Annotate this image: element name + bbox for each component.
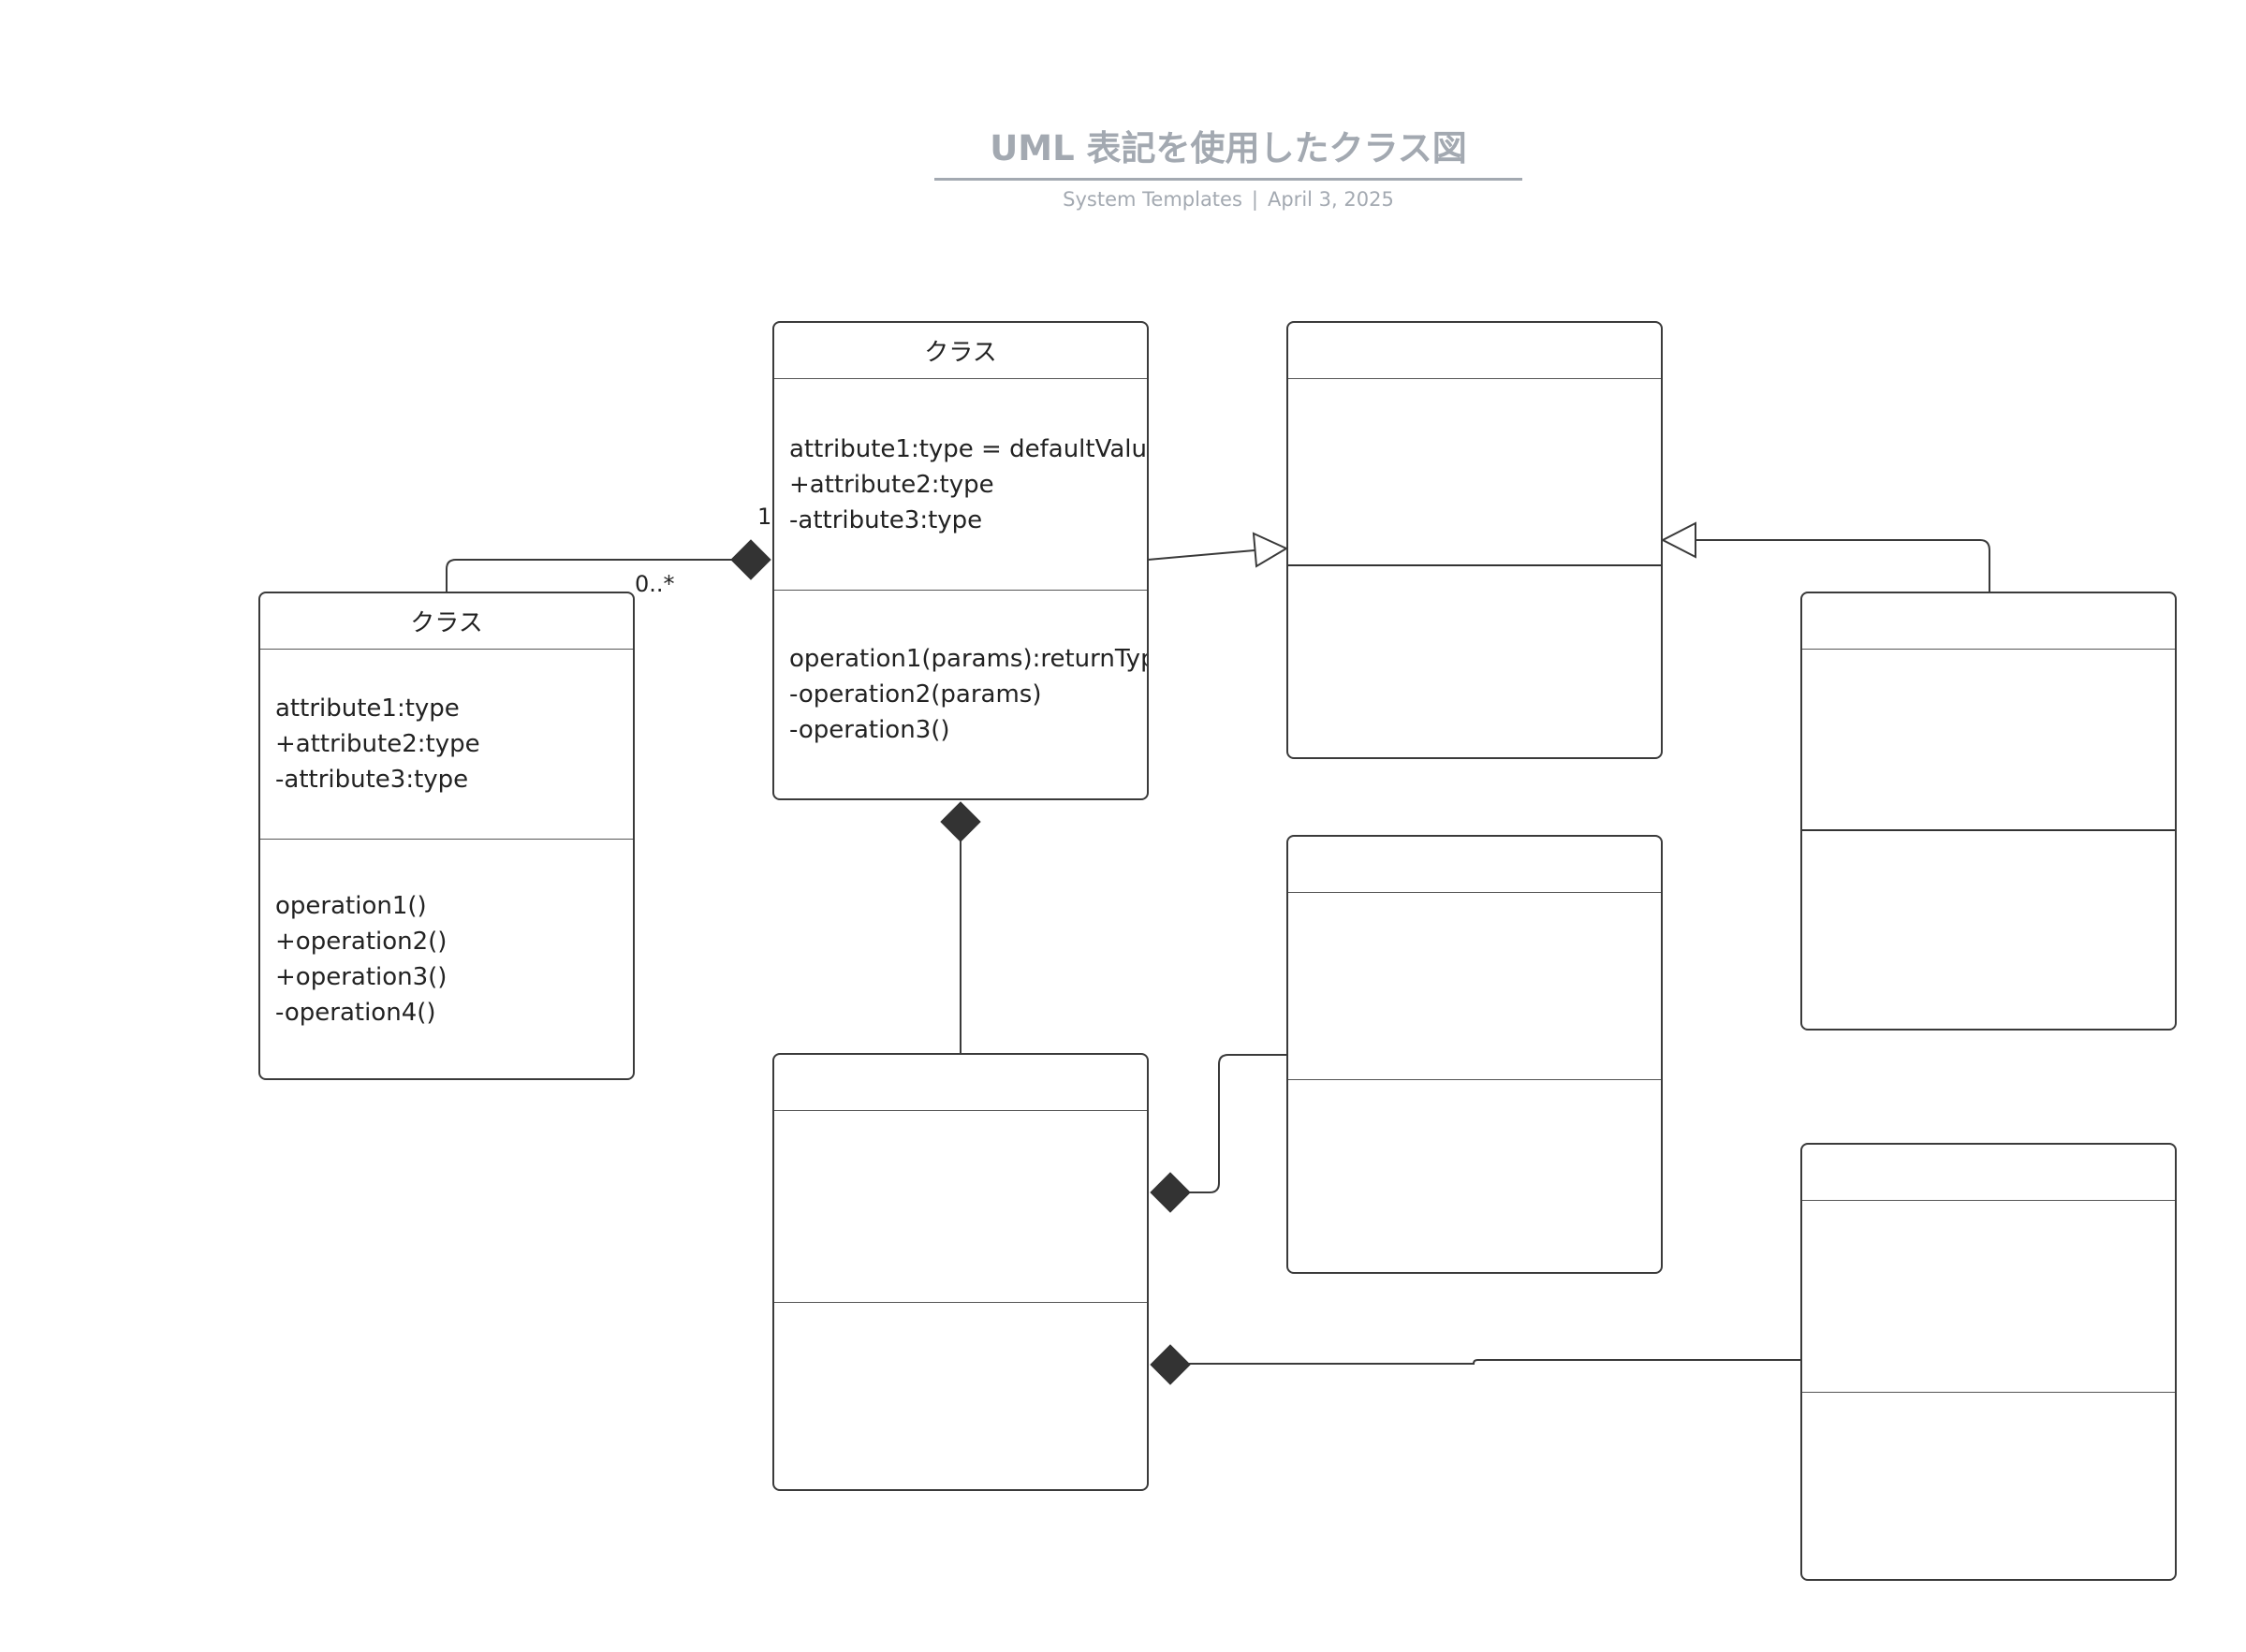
operation-4[interactable]: -operation4() [275,998,436,1027]
attribute-compartment[interactable] [1802,1201,2175,1393]
attribute-compartment: attribute1:type +attribute2:type -attrib… [260,650,633,840]
subtitle-separator: | [1251,188,1258,211]
class-box-far-right[interactable] [1800,592,2177,1031]
source-label: System Templates [1063,188,1242,211]
operation-1[interactable]: operation1(params):returnType [789,645,1149,673]
class-name[interactable]: クラス [774,323,1147,379]
class-box-center[interactable]: クラス attribute1:type = defaultValue +attr… [772,321,1149,800]
attribute-1[interactable]: attribute1:type [275,694,460,723]
attribute-compartment[interactable] [1288,893,1661,1080]
attribute-compartment: attribute1:type = defaultValue +attribut… [774,379,1147,591]
class-box-top-right[interactable] [1286,321,1663,759]
diagram-subtitle: System Templates | April 3, 2025 [934,188,1522,211]
composition-line-middle-right [1187,1054,1287,1193]
attribute-compartment[interactable] [774,1111,1147,1303]
composition-line-bottom-right [1187,1359,1800,1365]
composition-diamond-middle-right[interactable] [1150,1172,1191,1213]
composition-diamond-bottom-right[interactable] [1150,1344,1191,1385]
composition-diamond-left[interactable] [730,539,771,580]
diagram-header: UML 表記を使用したクラス図 System Templates | April 3… [934,120,1522,211]
multiplicity-many: 0..* [635,571,675,597]
class-name[interactable] [1802,593,2175,650]
operation-2[interactable]: +operation2() [275,927,448,956]
attribute-3[interactable]: -attribute3:type [789,505,983,534]
operation-compartment[interactable] [1802,831,2175,1029]
operation-3[interactable]: -operation3() [789,716,950,744]
class-box-bottom-center[interactable] [772,1053,1149,1491]
class-box-left[interactable]: クラス attribute1:type +attribute2:type -at… [258,592,635,1080]
attribute-3[interactable]: -attribute3:type [275,766,469,794]
operation-2[interactable]: -operation2(params) [789,680,1042,709]
attribute-2[interactable]: +attribute2:type [789,470,994,499]
attribute-compartment[interactable] [1288,379,1661,566]
attribute-1[interactable]: attribute1:type = defaultValue [789,434,1149,463]
generalization-arrowhead-center[interactable] [1252,532,1289,568]
composition-diamond-vertical[interactable] [940,801,981,842]
operation-compartment[interactable] [1288,1080,1661,1272]
operation-compartment: operation1(params):returnType -operation… [774,591,1147,798]
operation-compartment[interactable] [1802,1393,2175,1579]
diagram-title: UML 表記を使用したクラス図 [934,120,1522,181]
generalization-line-center [1147,549,1255,561]
class-box-middle-right[interactable] [1286,835,1663,1274]
operation-3[interactable]: +operation3() [275,962,448,991]
operation-1[interactable]: operation1() [275,891,427,920]
class-box-bottom-right[interactable] [1800,1143,2177,1581]
operation-compartment[interactable] [1288,566,1661,757]
class-name[interactable] [774,1055,1147,1111]
operation-compartment[interactable] [774,1303,1147,1489]
class-name[interactable] [1288,837,1661,893]
composition-line-left [446,559,735,592]
attribute-compartment[interactable] [1802,650,2175,831]
generalization-line-far-right [1695,539,1990,592]
operation-compartment: operation1() +operation2() +operation3()… [260,840,633,1078]
class-name[interactable] [1288,323,1661,379]
attribute-2[interactable]: +attribute2:type [275,730,480,758]
class-name[interactable]: クラス [260,593,633,650]
class-name[interactable] [1802,1145,2175,1201]
date-label: April 3, 2025 [1267,188,1394,211]
multiplicity-one: 1 [757,504,772,530]
generalization-arrowhead-far-right[interactable] [1660,521,1696,559]
